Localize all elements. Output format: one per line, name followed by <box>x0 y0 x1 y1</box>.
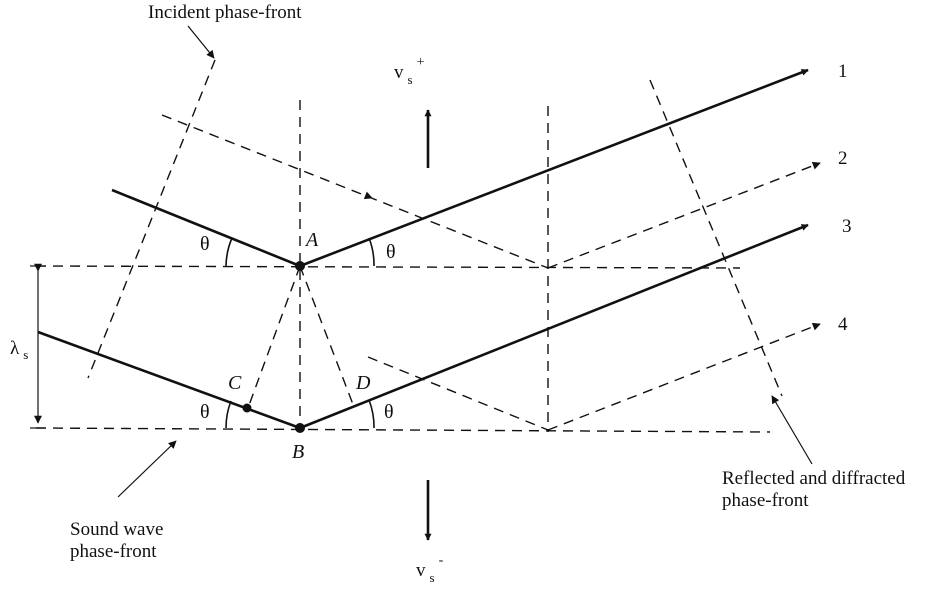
incident-phase-front-label: Incident phase-front <box>148 2 302 23</box>
incident-phase-front-line <box>87 59 216 379</box>
theta-label-upper-left: θ <box>200 233 210 255</box>
theta-label-lower-left: θ <box>200 401 210 423</box>
velocity-up-label: v s + <box>394 55 425 88</box>
point-c-label: C <box>228 372 242 394</box>
incident-dashed-ray-arrowhead <box>363 191 373 200</box>
velocity-down-label: v s - <box>416 553 444 586</box>
ray-3-label: 3 <box>842 216 852 237</box>
theta-arc-upper-left <box>225 237 233 267</box>
point-b-label: B <box>292 441 304 463</box>
reflected-phase-front-line <box>649 79 783 397</box>
reflected-phase-front-label: Reflected and diffracted phase-front <box>722 468 910 511</box>
theta-label-lower-right: θ <box>384 401 394 423</box>
theta-label-upper-right: θ <box>386 241 396 263</box>
point-b-dot <box>295 423 305 433</box>
incident-label-pointer <box>187 25 215 59</box>
incident-ray-lower <box>37 330 301 430</box>
ray-4-label: 4 <box>838 314 848 335</box>
ray-2-dashed <box>547 161 821 269</box>
wavelength-label: λ s <box>10 338 28 362</box>
theta-arc-upper-right <box>368 237 375 267</box>
sound-wave-label-pointer <box>117 440 177 498</box>
path-a-to-c <box>247 265 301 409</box>
ray-4-dashed <box>547 322 821 431</box>
sound-wave-phase-front-lower <box>35 427 771 433</box>
incident-ray-upper <box>111 188 301 268</box>
ray-1-solid <box>299 68 809 268</box>
point-d-label: D <box>355 372 371 394</box>
ray-2-label: 2 <box>838 148 848 169</box>
point-c-dot <box>242 403 252 413</box>
point-a-label: A <box>304 229 319 251</box>
ray-1-label: 1 <box>838 61 848 82</box>
ray-3-solid <box>299 223 809 430</box>
theta-arc-lower-left <box>225 400 232 429</box>
theta-arc-lower-right <box>368 399 375 429</box>
reflected-label-pointer <box>771 395 813 465</box>
incident-dashed-ray <box>161 114 549 269</box>
path-a-to-d <box>299 265 355 408</box>
point-a-dot <box>295 261 305 271</box>
sound-wave-phase-front-upper <box>35 265 741 269</box>
sound-wave-phase-front-label: Sound wave phase-front <box>70 519 168 562</box>
lower-dashed-incident-ray <box>367 356 549 431</box>
